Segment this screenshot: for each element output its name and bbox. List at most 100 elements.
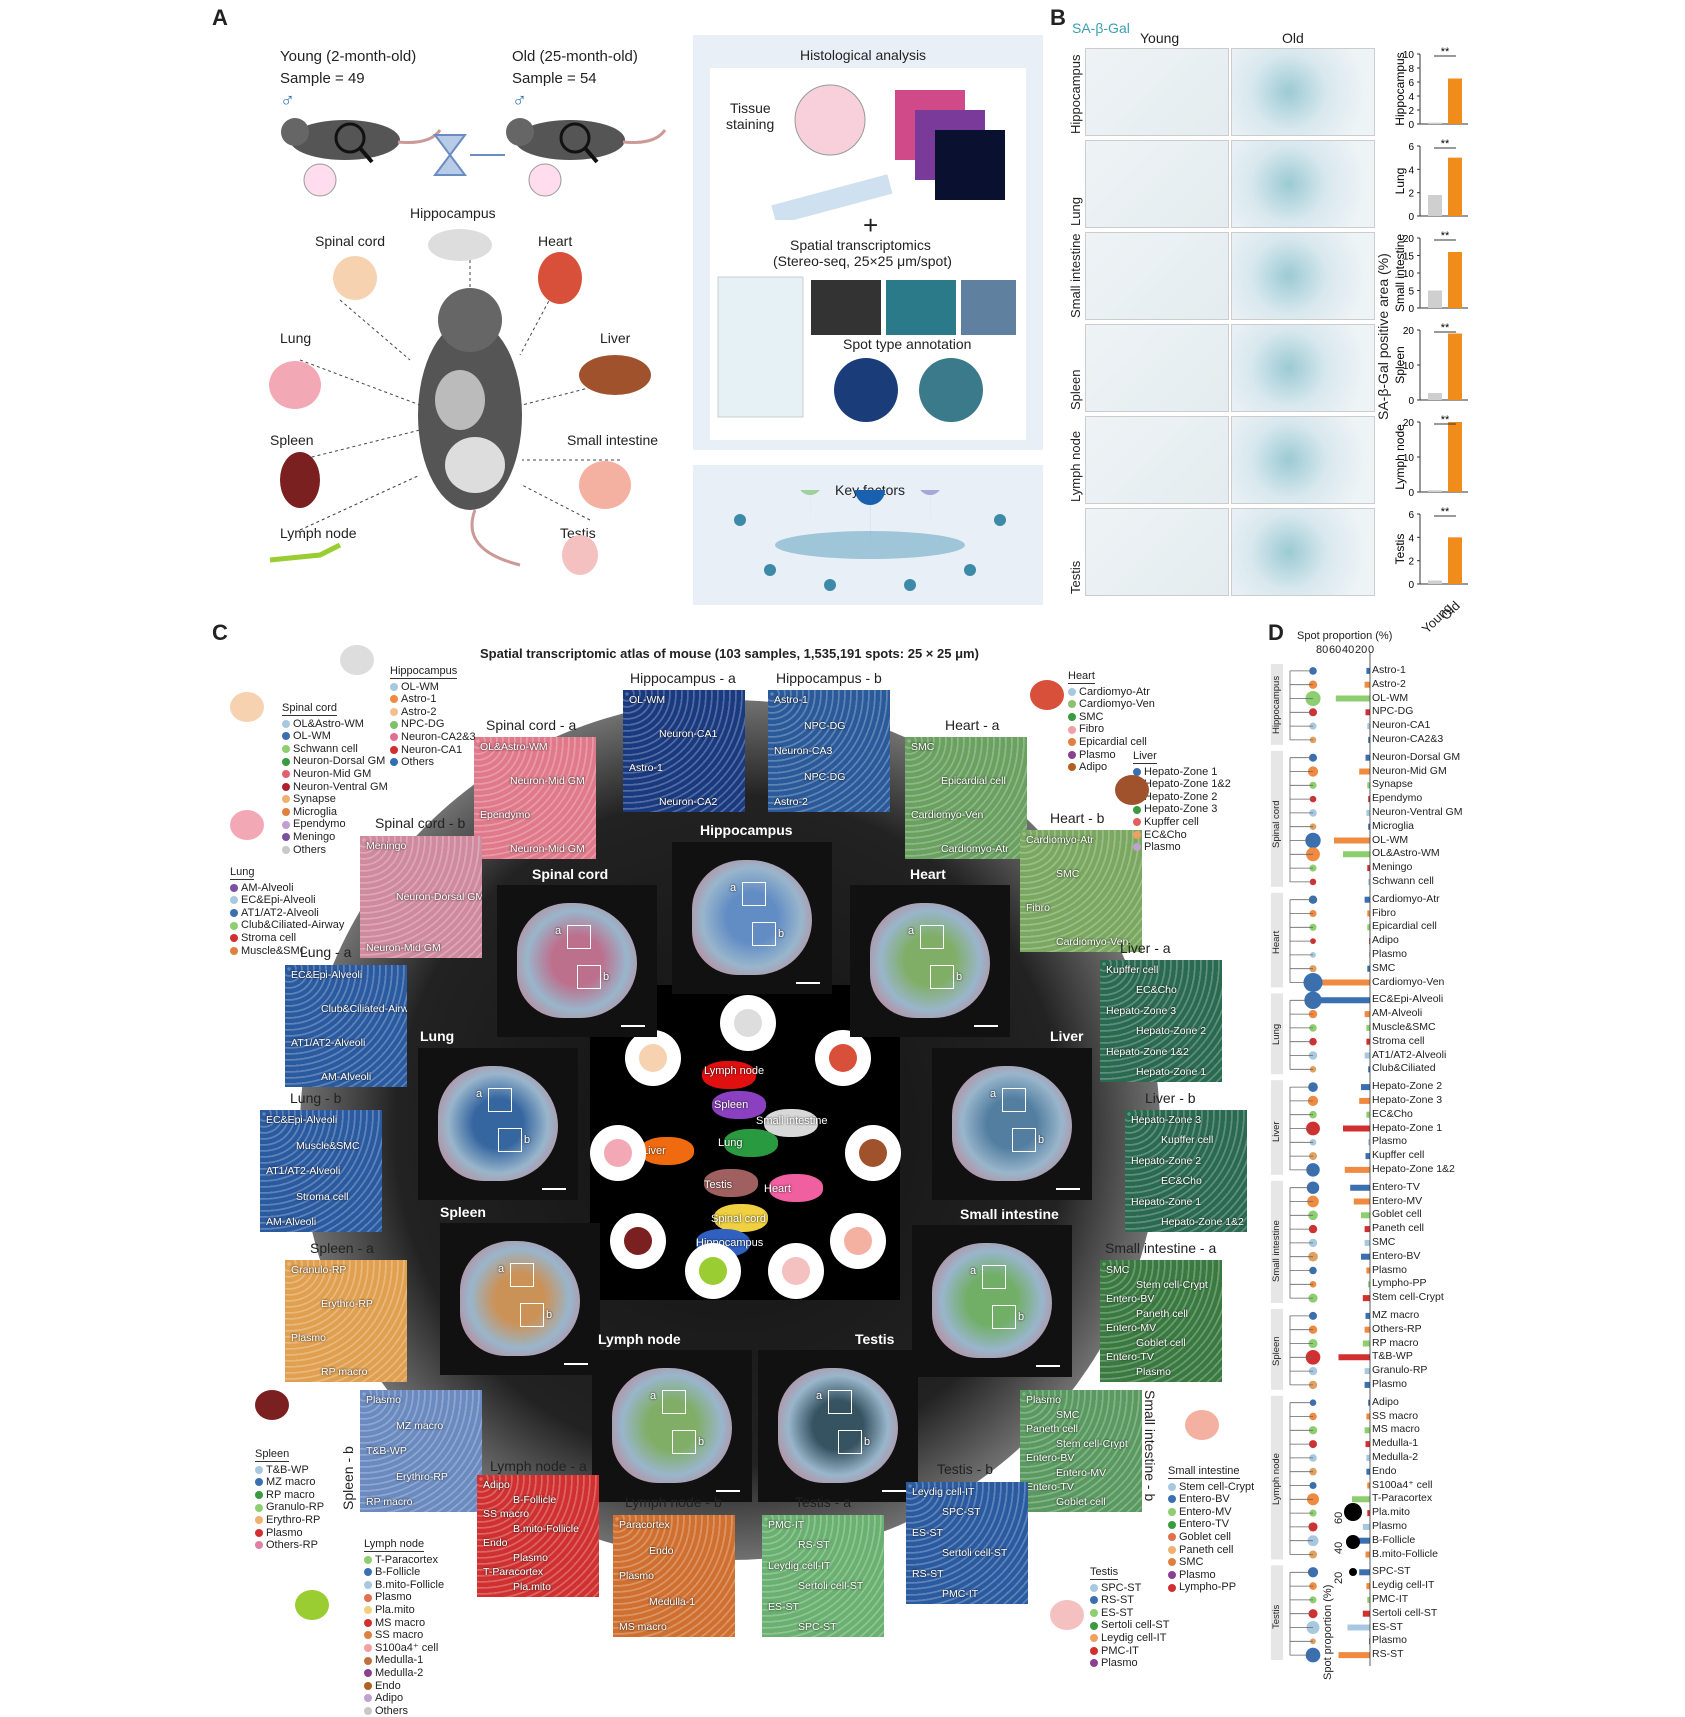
section-title-liver: Liver — [1050, 1028, 1084, 1044]
legend-label-hippocampus-4: Neuron-CA2&3 — [401, 730, 476, 743]
liver-organ-icon — [579, 355, 651, 395]
legend-swatch-small-6 — [1168, 1558, 1176, 1567]
roi-label-b-liver: b — [1038, 1134, 1045, 1146]
zoom-label-4-1: Epicardial cell — [941, 775, 1006, 787]
zoom-title-6: Lung - a — [300, 944, 352, 960]
roi-box-b-spleen — [520, 1303, 544, 1327]
d-label-0-1: Astro-2 — [1372, 677, 1406, 690]
d-label-7-3: Medulla-1 — [1372, 1437, 1419, 1450]
legend-title-lung: Lung — [230, 866, 255, 880]
b-chart-organ-2: Small intestine — [1393, 234, 1407, 312]
liver-circle-icon — [845, 1125, 901, 1181]
legend-item-liver-5: EC&Cho — [1133, 829, 1231, 842]
legend-item-lung-5: Muscle&SMC — [230, 945, 344, 958]
b-tick-label-5-0: 0 — [1408, 580, 1414, 591]
d-label-2-5: SMC — [1372, 961, 1396, 974]
scale-bar-lymph-node — [716, 1490, 740, 1492]
zoom-title-17: Testis - b — [937, 1461, 994, 1477]
map-pin-icon-3 — [920, 490, 940, 530]
d-label-3-0: EC&Epi-Alveoli — [1372, 993, 1444, 1006]
legend-item-testis-2: ES-ST — [1090, 1607, 1169, 1620]
legend-label-heart-6: Adipo — [1079, 761, 1108, 774]
d-label-1-3: Ependymo — [1372, 792, 1423, 805]
b-bar-3-1 — [1448, 333, 1462, 400]
d-label-1-0: Neuron-Dorsal GM — [1372, 750, 1461, 763]
legend-spinal-cord-icon — [230, 692, 264, 722]
spot-annotation-label: Spot type annotation — [843, 336, 972, 352]
legend-swatch-small-1 — [1168, 1495, 1176, 1504]
zoom-title-10: Spleen - a — [310, 1240, 374, 1256]
plus-sign: + — [863, 210, 879, 240]
d-label-1-7: OL&Astro-WM — [1372, 847, 1440, 860]
stain-image-3 — [935, 130, 1005, 200]
b-bar-5-0 — [1428, 580, 1442, 584]
legend-swatch-liver-6 — [1133, 843, 1141, 852]
d-label-2-4: Plasmo — [1372, 948, 1408, 960]
d-row-2-5 — [1290, 965, 1370, 973]
b-tick-label-2-2: 10 — [1403, 269, 1415, 280]
legend-swatch-lymph-1 — [364, 1568, 372, 1577]
legend-item-lymph-0: T-Paracortex — [364, 1554, 444, 1567]
tissue-label: Tissue — [730, 100, 771, 116]
legend-swatch-testis-1 — [1090, 1596, 1098, 1605]
legend-swatch-small-7 — [1168, 1571, 1176, 1580]
d-row-2-0 — [1290, 895, 1370, 904]
d-label-0-0: Astro-1 — [1372, 664, 1406, 676]
legend-title-hippocampus: Hippocampus — [390, 665, 458, 679]
legend-label-liver-0: Hepato-Zone 1 — [1144, 765, 1218, 778]
d-label-3-1: AM-Alveoli — [1372, 1007, 1423, 1020]
legend-label-lymph-10: Endo — [375, 1679, 401, 1692]
d-row-7-0 — [1290, 1399, 1370, 1406]
roi-box-a-small-intestine — [982, 1265, 1006, 1289]
roi-box-a-spinal-cord — [567, 925, 591, 949]
d-row-8-1 — [1290, 1582, 1370, 1590]
zoom-label-4-2: Cardiomyo-Ven — [911, 809, 984, 821]
b-old-header: Old — [1282, 30, 1304, 46]
roi-box-a-testis — [828, 1390, 852, 1414]
testis-circle-icon-shape — [782, 1257, 810, 1285]
d-row-6-5 — [1290, 1380, 1370, 1390]
b-tick-label-1-0: 0 — [1408, 212, 1414, 223]
roi-label-b-heart: b — [956, 971, 963, 983]
zoom-label-17-0: Leydig cell-IT — [912, 1486, 975, 1498]
legend-item-lymph-7: S100a4⁺ cell — [364, 1642, 444, 1655]
small-intestine-organ-icon — [579, 461, 631, 509]
b-sig-2: ** — [1441, 230, 1450, 242]
legend-swatch-hippocampus-5 — [390, 745, 398, 754]
heart-circle-icon — [815, 1030, 871, 1086]
zoom-label-3-2: Neuron-Mid GM — [366, 942, 441, 954]
legend-heart-icon — [1030, 680, 1064, 710]
d-label-6-5: Plasmo — [1372, 1378, 1408, 1390]
d-row-1-2 — [1290, 781, 1370, 789]
roi-box-a-lymph-node — [662, 1390, 686, 1414]
legend-item-heart-6: Adipo — [1068, 761, 1155, 774]
legend-item-lymph-12: Others — [364, 1705, 444, 1717]
zoom-label-5-3: Cardiomyo-Ven — [1056, 936, 1129, 948]
center-label-6: Heart — [764, 1183, 791, 1195]
legend-swatch-testis-6 — [1090, 1659, 1098, 1668]
zoom-label-17-5: PMC-IT — [942, 1588, 979, 1600]
legend-label-testis-3: Sertoli cell-ST — [1101, 1619, 1170, 1632]
legend-swatch-lung-1 — [230, 896, 238, 905]
legend-spleen-icon — [255, 1390, 289, 1420]
legend-item-hippocampus-2: Astro-2 — [390, 706, 476, 719]
zoom-label-12-4: Entero-MV — [1106, 1322, 1157, 1335]
organ-label-hippocampus: Hippocampus — [410, 205, 496, 221]
legend-label-hippocampus-1: Astro-1 — [401, 693, 437, 706]
legend-swatch-liver-0 — [1133, 767, 1141, 776]
hippocampus-organ-icon — [428, 229, 492, 261]
d-label-1-8: Meningo — [1372, 861, 1413, 874]
legend-label-small-1: Entero-BV — [1179, 1493, 1230, 1506]
d-label-0-4: Neuron-CA1 — [1372, 719, 1431, 732]
legend-label-hippocampus-0: OL-WM — [401, 680, 439, 693]
zoom-label-6-1: Club&Ciliated-Airway — [321, 1003, 407, 1015]
roi-label-b-testis: b — [864, 1436, 871, 1448]
d-row-3-0 — [1290, 991, 1370, 1009]
center-label-7: Spinal cord — [711, 1213, 767, 1225]
spinal-cord-circle-icon-shape — [639, 1044, 667, 1072]
tissue-section-hippocampus — [692, 860, 812, 975]
legend-swatch-spleen-1 — [255, 1478, 263, 1487]
